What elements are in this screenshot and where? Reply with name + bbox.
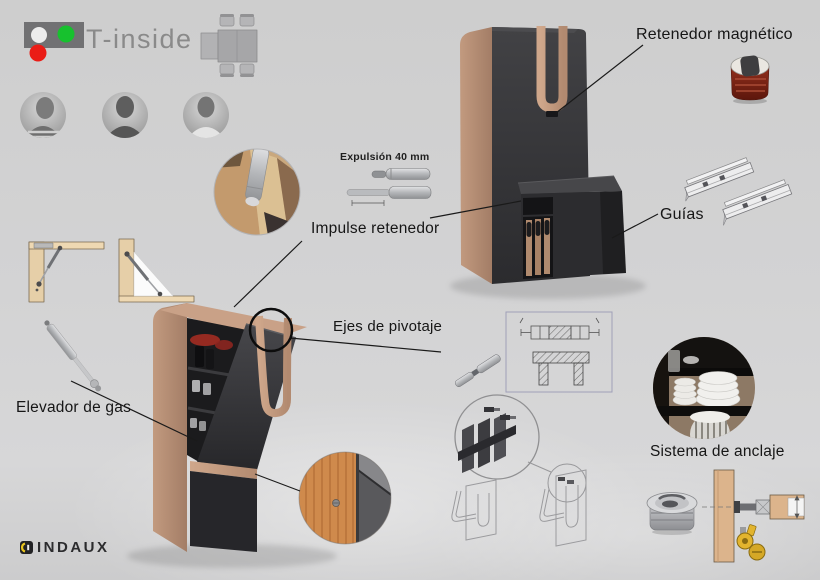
storage-box bbox=[517, 175, 626, 279]
dimension-arrow bbox=[794, 495, 800, 519]
folded-chairs-in-box bbox=[526, 218, 550, 276]
table-plan-view-icon bbox=[200, 14, 258, 77]
traffic-light-logo-icon bbox=[24, 22, 84, 62]
pivot-exploded-detail bbox=[454, 394, 540, 480]
pivot-technical-drawing bbox=[505, 311, 613, 393]
pivot-callout-circle bbox=[248, 307, 294, 353]
wireframe-bracket-left bbox=[451, 479, 497, 541]
bottom-drawer-front bbox=[190, 471, 257, 552]
annotation-lines bbox=[70, 44, 659, 492]
label-expulsion-40mm: Expulsión 40 mm bbox=[340, 151, 430, 163]
label-impulse-retenedor: Impulse retenedor bbox=[311, 220, 440, 237]
magnetic-catch-point bbox=[546, 111, 558, 117]
door-u-handle bbox=[255, 315, 292, 418]
anchoring-shelf-photo bbox=[653, 337, 755, 439]
team-avatar-3 bbox=[183, 92, 229, 138]
magnetic-catch-render bbox=[730, 55, 770, 104]
push-latch-render-1 bbox=[371, 168, 431, 180]
gas-strut-render bbox=[44, 320, 102, 392]
push-latch-detail-photo bbox=[213, 148, 301, 236]
label-guias: Guías bbox=[660, 206, 704, 223]
open-cabinet-shadow bbox=[127, 544, 337, 568]
gas-lift-diagram-open bbox=[28, 241, 105, 303]
cam-lock-render bbox=[646, 492, 698, 535]
tilted-door bbox=[197, 315, 297, 470]
pivot-small-callout-pins bbox=[558, 477, 574, 484]
open-cabinet-render bbox=[153, 303, 307, 552]
project-title: T-inside bbox=[86, 24, 193, 54]
label-retenedor-magnetico: Retenedor magnético bbox=[636, 26, 793, 43]
dimension-marks bbox=[351, 200, 385, 206]
wireframe-bracket-right bbox=[539, 469, 587, 547]
drawer-slide-render-2 bbox=[722, 179, 793, 226]
label-elevador-de-gas: Elevador de gas bbox=[16, 399, 132, 416]
indaux-logo-icon bbox=[20, 541, 33, 554]
label-sistema-de-anclaje: Sistema de anclaje bbox=[650, 443, 785, 460]
team-avatar-2 bbox=[102, 92, 148, 138]
callout-connectors bbox=[527, 461, 552, 473]
team-avatar-1 bbox=[20, 92, 66, 138]
pivot-pin-render bbox=[454, 354, 501, 388]
drawer-slide-render-1 bbox=[684, 157, 755, 202]
cam-lock-technical-drawing bbox=[702, 469, 806, 563]
push-latch-render-2 bbox=[346, 186, 432, 206]
wood-joint-detail-photo bbox=[298, 451, 392, 545]
gas-lift-diagram-closed bbox=[118, 238, 195, 303]
main-cabinet-render bbox=[460, 26, 626, 284]
company-logo: INDAUX bbox=[20, 539, 110, 556]
label-ejes-de-pivotaje: Ejes de pivotaje bbox=[333, 318, 443, 335]
indaux-logo-text: INDAUX bbox=[37, 539, 110, 556]
